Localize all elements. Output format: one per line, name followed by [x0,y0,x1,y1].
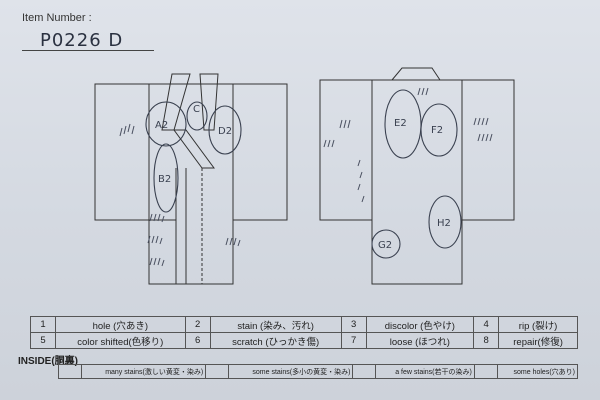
front-mark-a-circle [145,101,187,147]
front-mark-a-label: A2 [155,120,168,131]
damage-legend-table: 1 hole (穴あき) 2 stain (染み、汚れ) 3 discolor … [30,316,578,349]
back-mark-f-label: F2 [431,125,443,136]
legend-num-7: 7 [340,332,367,349]
inside-check-few-stains[interactable] [352,364,377,379]
legend-repair: repair(修復) [498,332,578,349]
inside-option-some-holes: some holes(穴あり) [496,364,579,379]
inside-check-some-holes[interactable] [473,364,498,379]
inside-check-many-stains[interactable] [58,364,82,379]
front-mark-d-label: D2 [218,126,232,137]
legend-rip: rip (裂け) [498,316,578,333]
front-mark-c-label: C [193,104,200,115]
front-left-sleeve [94,83,150,221]
legend-scratch: scratch (ひっかき傷) [209,332,342,349]
front-mark-b-circle [153,143,179,213]
front-collar-crossing [173,129,215,169]
inside-title: INSIDE(胴裏) [18,356,78,367]
legend-discolor: discolor (色やけ) [365,316,475,333]
legend-num-4: 4 [473,316,500,333]
inside-condition-table: many stains(激しい黄変・染み) some stains(多小の黄変・… [58,364,579,379]
back-collar [391,67,441,81]
back-right-sleeve [461,79,515,221]
back-mark-h-circle [428,195,462,249]
front-right-sleeve [232,83,288,221]
back-left-sleeve [319,79,373,221]
front-collar-right [199,73,219,131]
legend-num-2: 2 [184,316,211,333]
inside-option-few-stains: a few stains(若干の染み) [375,364,475,379]
legend-loose: loose (ほつれ) [365,332,475,349]
inside-option-many-stains: many stains(激しい黄変・染み) [80,364,207,379]
legend-stain: stain (染み、汚れ) [209,316,342,333]
inside-check-some-stains[interactable] [205,364,230,379]
inside-option-some-stains: some stains(多小の黄変・染み) [228,364,354,379]
front-mark-b-label: B2 [158,174,171,185]
back-mark-g-label: G2 [378,240,392,251]
legend-color-shifted: color shifted(色移り) [55,332,186,349]
legend-row: 5 color shifted(色移り) 6 scratch (ひっかき傷) 7… [30,332,578,349]
legend-row: 1 hole (穴あき) 2 stain (染み、汚れ) 3 discolor … [30,316,578,333]
legend-num-8: 8 [473,332,500,349]
back-mark-g-circle [371,229,401,259]
legend-hole: hole (穴あき) [55,316,186,333]
legend-num-5: 5 [30,332,56,349]
tally-strokes [119,87,493,267]
legend-num-3: 3 [340,316,367,333]
item-number-label: Item Number : [22,12,92,24]
item-number-underline [22,50,154,51]
item-number-value: P0226 D [40,30,124,51]
back-kimono-diagram [319,67,515,285]
front-mark-c-circle [186,101,208,131]
back-mark-e-label: E2 [394,118,407,129]
front-mark-d-circle [208,105,242,155]
back-body [371,79,463,285]
legend-num-1: 1 [30,316,56,333]
inside-row: many stains(激しい黄変・染み) some stains(多小の黄変・… [58,364,579,379]
back-mark-h-label: H2 [437,218,451,229]
legend-num-6: 6 [184,332,211,349]
back-mark-f-circle [420,103,458,157]
